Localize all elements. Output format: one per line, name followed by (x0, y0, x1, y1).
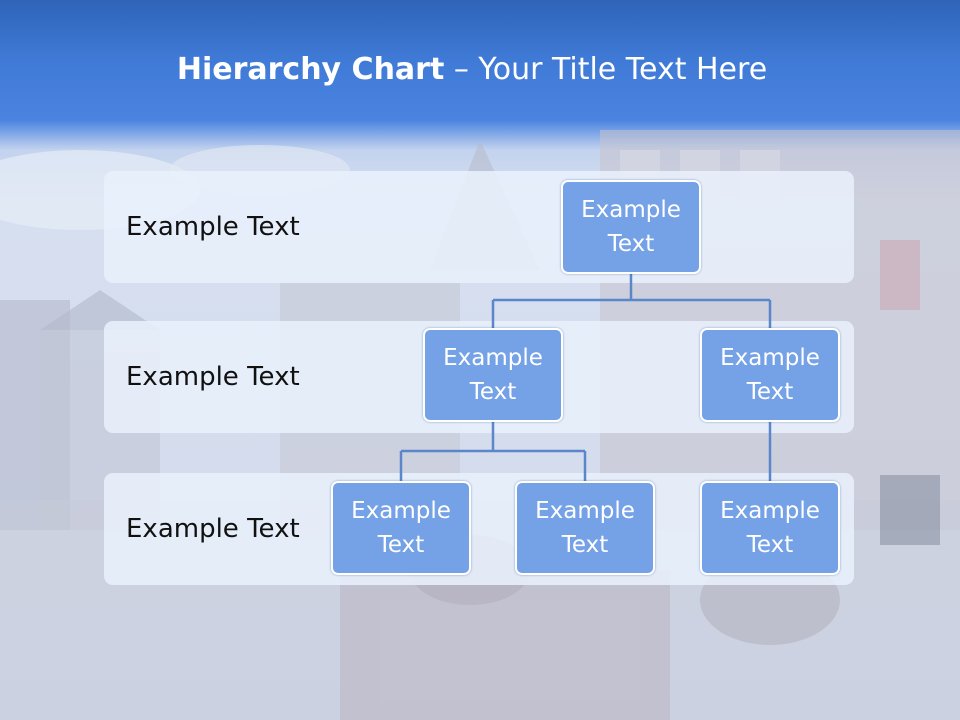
row-band-1: Example Text (104, 171, 854, 283)
slide-title: Hierarchy Chart – Your Title Text Here (0, 52, 944, 87)
node-root[interactable]: Example Text (561, 180, 701, 274)
title-rest: – Your Title Text Here (444, 52, 768, 87)
node-level3-a[interactable]: Example Text (331, 481, 471, 575)
node-level3-b[interactable]: Example Text (515, 481, 655, 575)
node-level2-left[interactable]: Example Text (423, 328, 563, 422)
node-level2-right-label: Example Text (720, 345, 820, 405)
node-level3-c[interactable]: Example Text (700, 481, 840, 575)
connector-root (491, 274, 772, 328)
row-label-3: Example Text (126, 514, 300, 544)
title-bold: Hierarchy Chart (176, 52, 445, 87)
node-level2-right[interactable]: Example Text (700, 328, 840, 422)
node-level3-b-label: Example Text (535, 498, 635, 558)
node-level3-a-label: Example Text (351, 498, 451, 558)
node-level2-left-label: Example Text (443, 345, 543, 405)
node-level3-c-label: Example Text (720, 498, 820, 558)
row-label-1: Example Text (126, 212, 300, 242)
row-label-2: Example Text (126, 362, 300, 392)
connector-left (399, 422, 587, 481)
node-root-label: Example Text (581, 197, 681, 257)
